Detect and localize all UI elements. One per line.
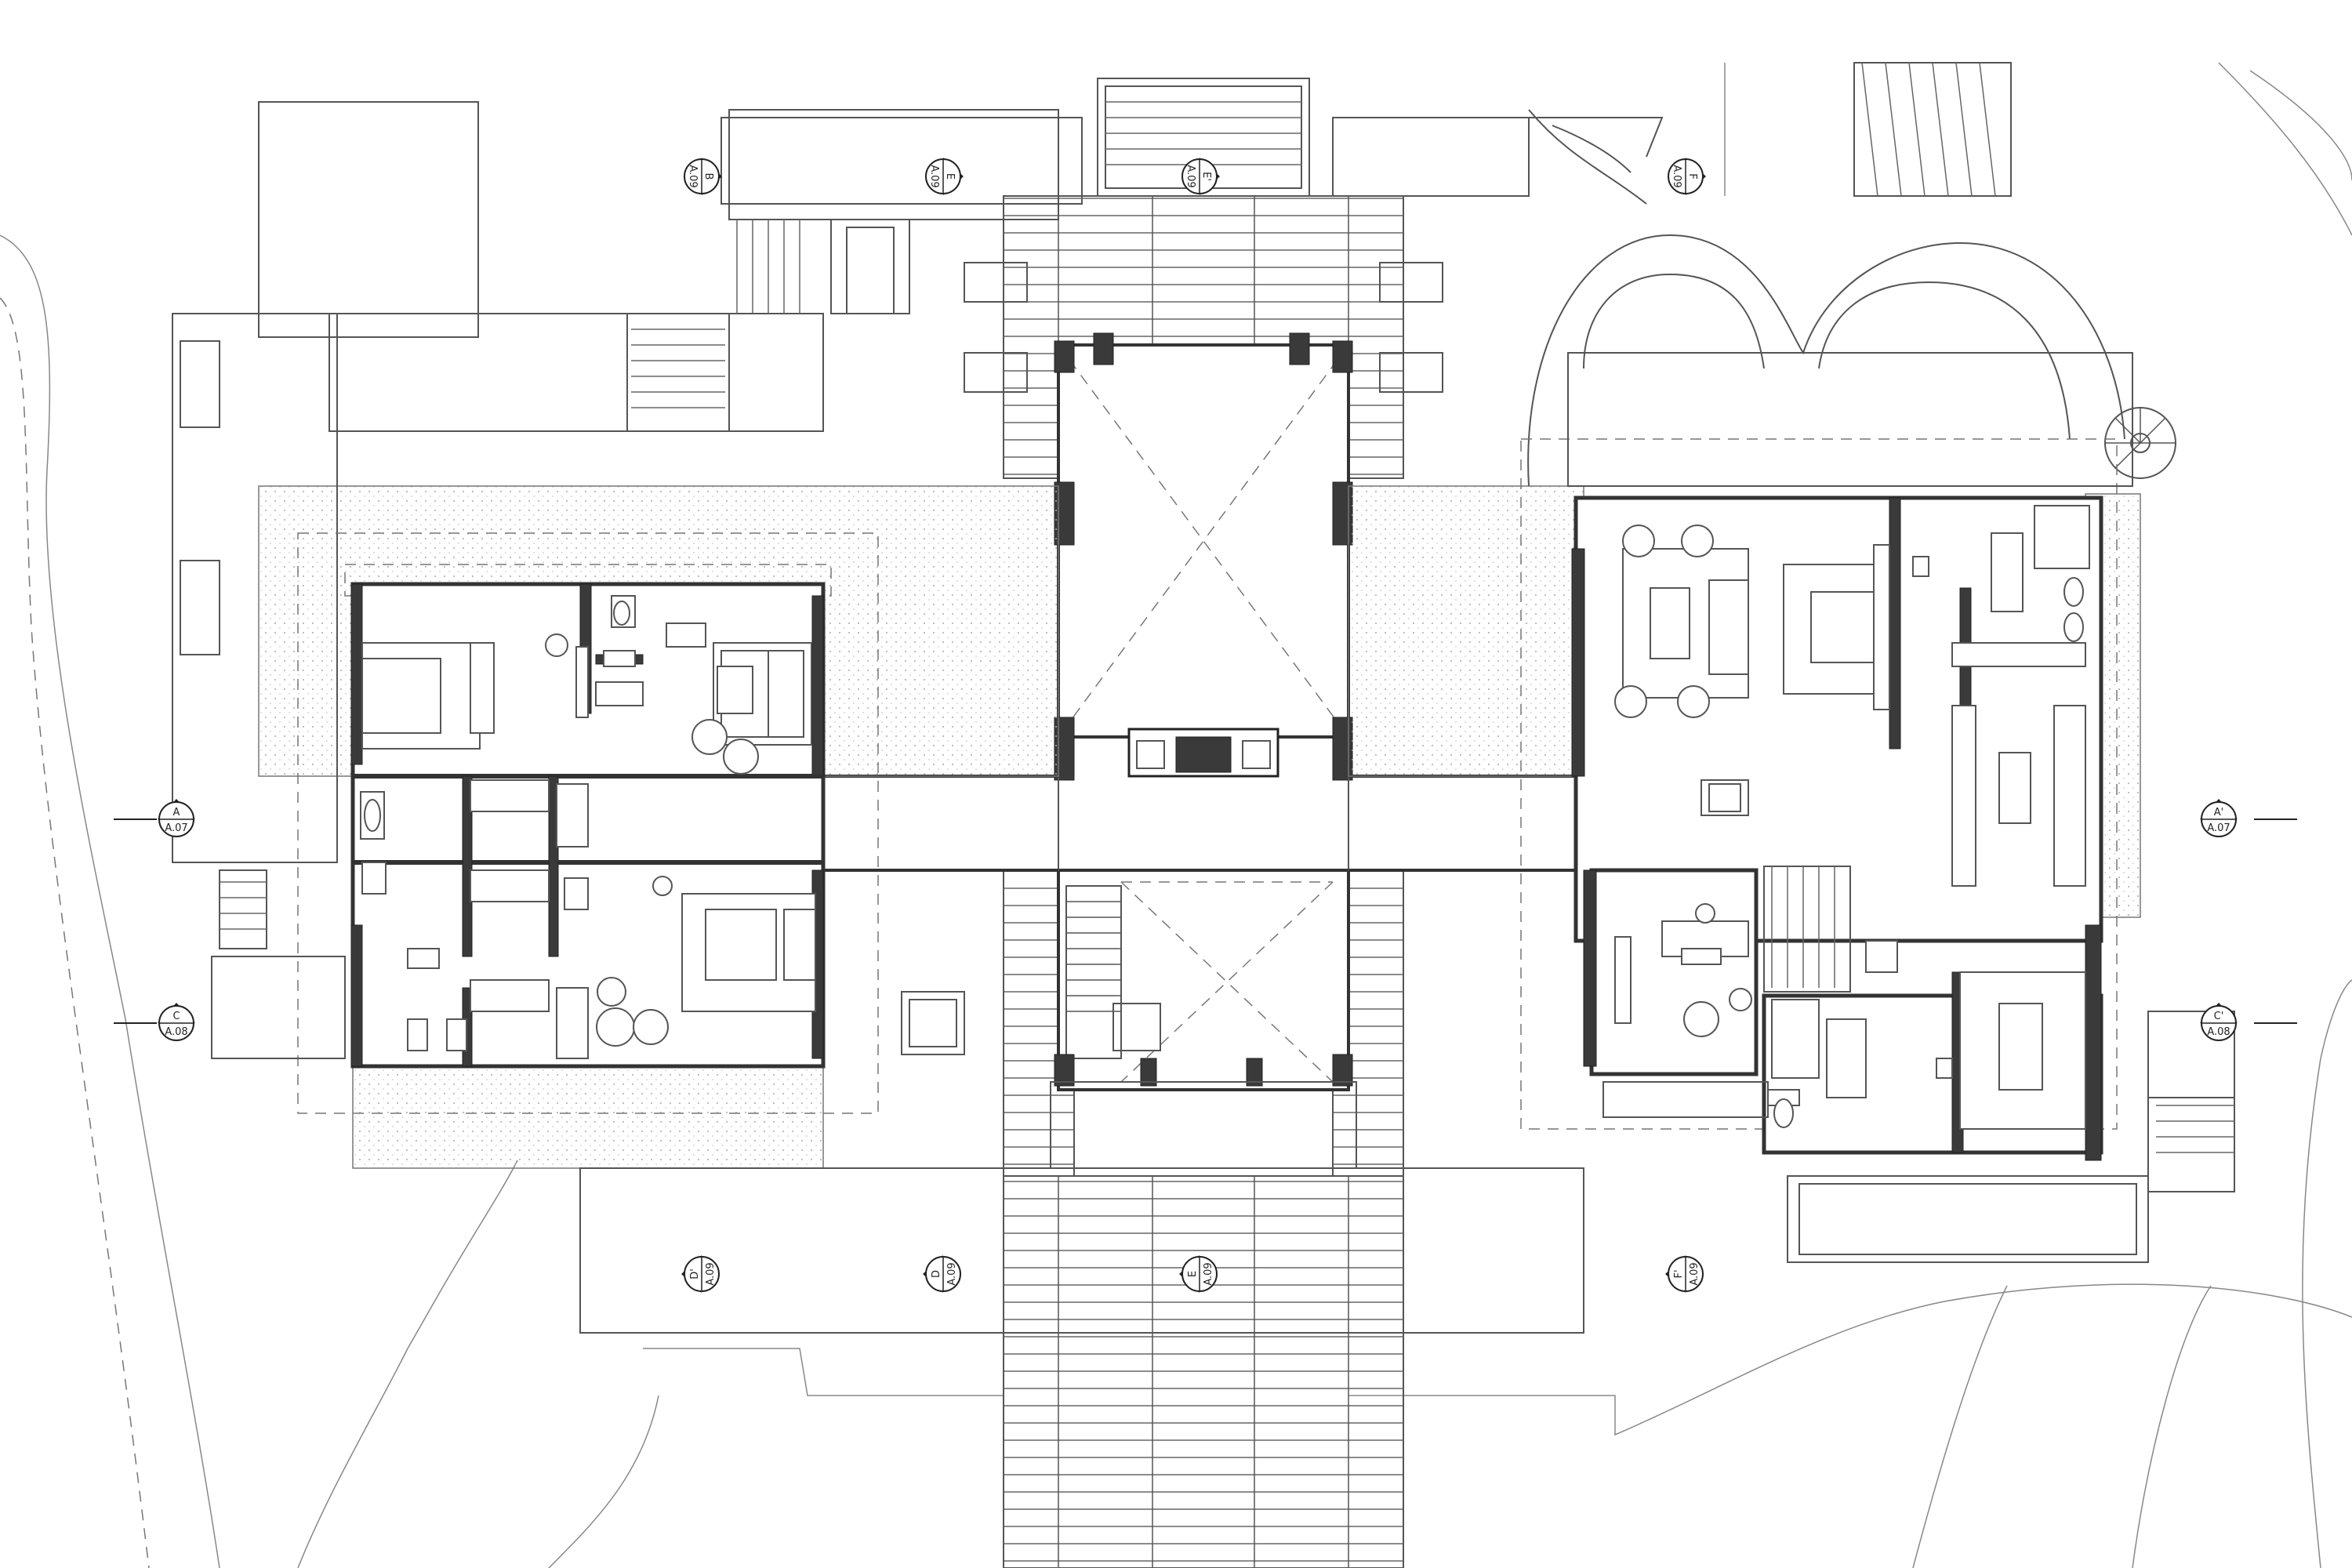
section-sheet: A.09	[1203, 1262, 1214, 1285]
central-pavilion	[901, 332, 1357, 1169]
section-sheet: A.08	[2207, 1026, 2230, 1038]
left-bathroom	[595, 595, 644, 706]
section-marker-marker-top-2: E A.09	[925, 158, 964, 195]
right-bathroom	[1912, 505, 2090, 642]
right-living-dining	[1614, 524, 1890, 718]
top-terraces	[258, 78, 1664, 432]
section-marker-marker-top-4: F A.09	[1668, 158, 1706, 195]
section-letter: C'	[2214, 1011, 2224, 1022]
section-letter: F'	[1673, 1269, 1685, 1278]
section-letter: E	[944, 173, 956, 180]
section-letter: D'	[689, 1269, 701, 1279]
section-sheet: A.09	[928, 165, 940, 187]
right-closets	[1951, 642, 2086, 887]
section-marker-marker-right-1: A' A.07	[2200, 799, 2297, 837]
section-sheet: A.07	[2207, 822, 2230, 834]
left-wing	[172, 313, 1584, 1334]
section-letter: A'	[2214, 807, 2223, 818]
section-sheet: A.07	[165, 822, 187, 834]
spiral-stair	[2104, 407, 2176, 479]
section-letter: A	[173, 807, 180, 818]
section-letter: F	[1686, 173, 1698, 179]
section-marker-marker-left-2: C A.08	[114, 1003, 195, 1041]
left-living-room	[666, 622, 812, 775]
section-letter: E'	[1200, 172, 1212, 181]
section-marker-marker-bottom-4: F' A.09	[1665, 1255, 1704, 1293]
section-sheet: A.09	[946, 1262, 958, 1285]
right-office	[1614, 903, 1752, 1037]
section-sheet: A.08	[165, 1026, 187, 1038]
left-bedroom-1	[361, 633, 589, 750]
section-marker-marker-bottom-2: D A.09	[923, 1255, 961, 1293]
section-sheet: A.09	[687, 165, 699, 187]
section-marker-marker-top-1: BA.09	[684, 158, 722, 195]
section-letter: E	[1187, 1271, 1199, 1277]
pavilion-stair	[1065, 885, 1161, 1059]
section-marker-marker-top-3: E' A.09	[1181, 158, 1220, 195]
right-bedroom-2	[1767, 971, 2086, 1130]
left-bedroom-2	[596, 876, 816, 1047]
section-marker-marker-bottom-1: D' A.09	[681, 1255, 720, 1293]
right-wing	[1520, 62, 2235, 1263]
section-marker-marker-right-2: C' A.08	[2200, 1003, 2297, 1041]
section-letter: C	[172, 1011, 180, 1022]
left-bath-2	[360, 791, 467, 1051]
site-terrain	[0, 62, 2352, 1568]
fireplace-unit	[1127, 728, 1279, 778]
section-marker-marker-bottom-3: E A.09	[1179, 1255, 1218, 1293]
section-sheet: A.09	[705, 1262, 717, 1285]
left-closets	[470, 779, 589, 1059]
section-letter: D	[931, 1270, 942, 1278]
section-marker-marker-left-1: A A.07	[114, 799, 195, 837]
section-letter: B	[702, 173, 714, 180]
section-sheet: A.09	[1671, 165, 1682, 187]
section-sheet: A.09	[1689, 1262, 1700, 1285]
section-sheet: A.09	[1185, 165, 1196, 187]
